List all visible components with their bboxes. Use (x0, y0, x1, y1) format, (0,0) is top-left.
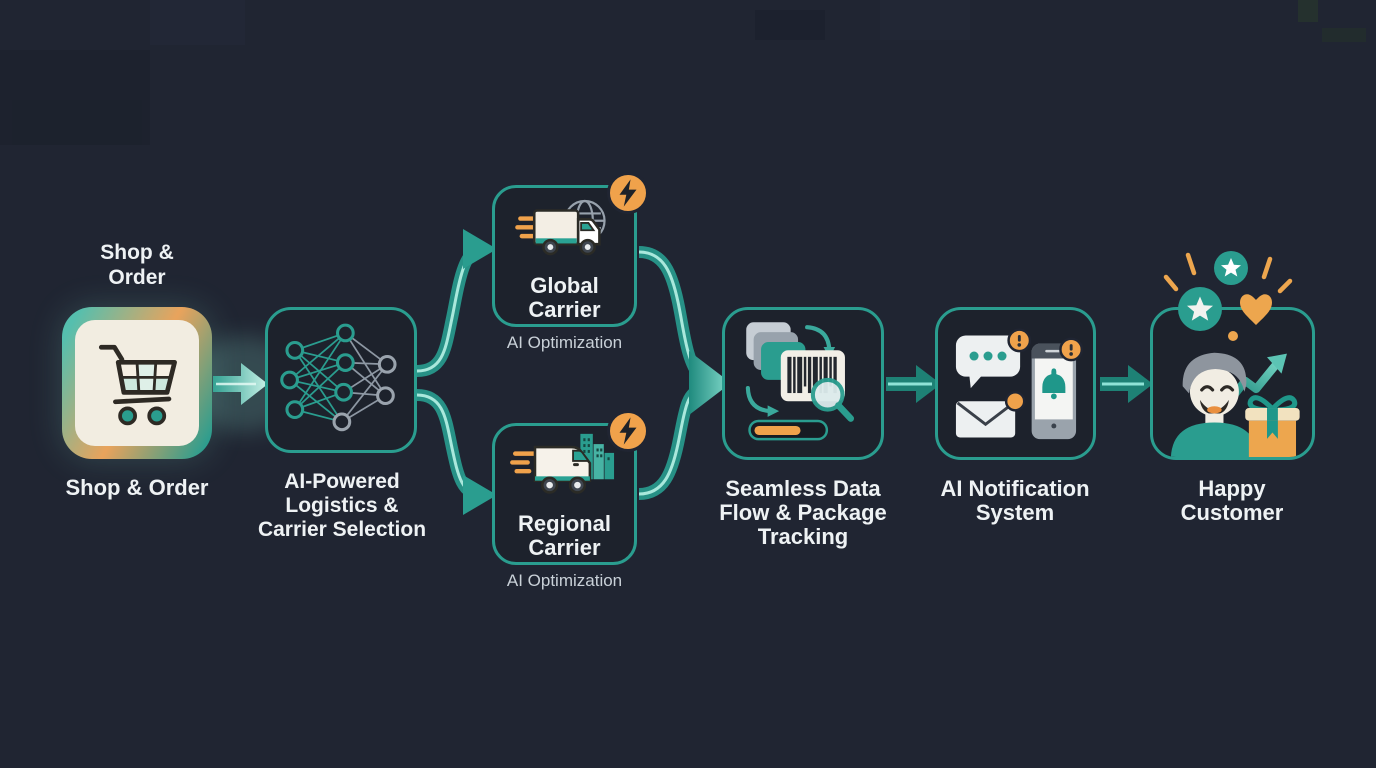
node-bottom-label: Happy Customer (1180, 476, 1284, 525)
merge-arrowhead (689, 351, 731, 415)
flow-node-happy-customer (1150, 307, 1315, 460)
node-bottom-label: Shop & Order (65, 475, 209, 500)
regional-carrier-van-icon (509, 433, 614, 494)
flow-node-regional-carrier: Regional Carrier (492, 410, 649, 565)
happy-customer-icon (1170, 352, 1300, 457)
shopping-cart-icon (98, 344, 177, 426)
connector-shop-to-ai (213, 363, 268, 405)
dot-icon (1228, 331, 1238, 341)
package-tracking-icon (745, 321, 855, 440)
neural-network-icon (280, 323, 397, 432)
connector-tracking-to-notification (886, 365, 941, 403)
node-sublabel: AI Optimization (506, 571, 623, 590)
lightning-icon (619, 417, 637, 445)
lightning-badge (607, 172, 649, 214)
lightning-icon (619, 179, 637, 207)
node-bottom-label: Seamless Data Flow & Package Tracking (719, 476, 887, 549)
node-inside-label: Regional Carrier (518, 511, 611, 560)
connector-ai-to-global (416, 229, 497, 377)
node-top-label: Shop & Order (100, 241, 174, 289)
flow-node-ai-notification (935, 307, 1096, 460)
node-bottom-label: AI Notification System (940, 476, 1090, 525)
flow-node-global-carrier: Global Carrier (492, 172, 649, 327)
flow-node-shop-order (62, 307, 212, 459)
node-sublabel: AI Optimization (506, 333, 623, 352)
lightning-badge (607, 410, 649, 452)
global-carrier-truck-icon (514, 199, 606, 256)
node-inside-label: Global Carrier (528, 273, 601, 322)
sparkle-rays-icon (1163, 252, 1293, 294)
heart-icon (1240, 294, 1272, 325)
notification-system-icon (955, 327, 1083, 439)
shop-order-panel (75, 320, 199, 446)
node-bottom-label: AI-Powered Logistics & Carrier Selection (257, 470, 427, 541)
connector-notification-to-customer (1100, 365, 1153, 403)
flow-node-ai-logistics (265, 307, 417, 453)
celebration-decorations (1163, 251, 1293, 341)
connector-ai-to-regional (416, 389, 497, 515)
flow-node-data-tracking (722, 307, 884, 460)
